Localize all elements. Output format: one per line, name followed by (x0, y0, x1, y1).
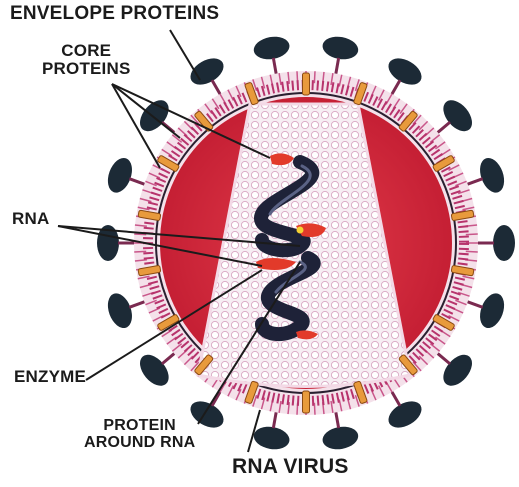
envelope-protein-knob (103, 155, 136, 196)
enzyme-dot (297, 227, 304, 234)
envelope-protein-knob (252, 34, 291, 62)
spike-stalk (336, 412, 339, 428)
membrane-bristle (314, 403, 315, 415)
membrane-channel (303, 391, 310, 413)
envelope-protein-knob (321, 34, 360, 62)
spike-stalk (273, 58, 276, 74)
envelope-protein-knob (438, 349, 478, 391)
label-core-proteins: CORE PROTEINS (42, 42, 131, 78)
envelope-protein-knob (384, 53, 426, 90)
envelope-protein-knob (476, 290, 509, 331)
spike-stalk (438, 122, 450, 132)
membrane-bristle (466, 234, 478, 235)
envelope-protein-knob (134, 349, 174, 391)
envelope-protein-knob (103, 290, 136, 331)
envelope-protein-knob (493, 225, 515, 261)
spike-stalk (438, 354, 450, 364)
diagram-title: RNA VIRUS (232, 456, 349, 478)
spike-stalk (273, 412, 276, 428)
spike-stalk (336, 58, 339, 74)
spike-stalk (212, 80, 220, 94)
label-envelope-proteins: ENVELOPE PROTEINS (10, 4, 219, 24)
spike-stalk (468, 302, 483, 307)
spike-stalk (129, 179, 144, 184)
envelope-protein-knob (186, 53, 228, 90)
membrane-bristle (314, 71, 315, 83)
spike-stalk (392, 392, 400, 406)
spike-stalk (468, 179, 483, 184)
label-protein-around-rna: PROTEIN AROUND RNA (84, 418, 195, 452)
envelope-protein-knob (321, 424, 360, 452)
envelope-protein-knob (252, 424, 291, 452)
envelope-protein-knob (476, 155, 509, 196)
membrane-bristle (466, 251, 478, 252)
label-enzyme: ENZYME (14, 368, 86, 386)
spike-stalk (392, 80, 400, 94)
envelope-protein-knob (134, 95, 174, 137)
membrane-channel (303, 73, 310, 95)
spike-stalk (162, 354, 174, 364)
label-rna: RNA (12, 210, 49, 228)
envelope-protein-knob (438, 95, 478, 137)
membrane-bristle (134, 251, 146, 252)
envelope-protein-knob (384, 396, 426, 433)
spike-stalk (129, 302, 144, 307)
